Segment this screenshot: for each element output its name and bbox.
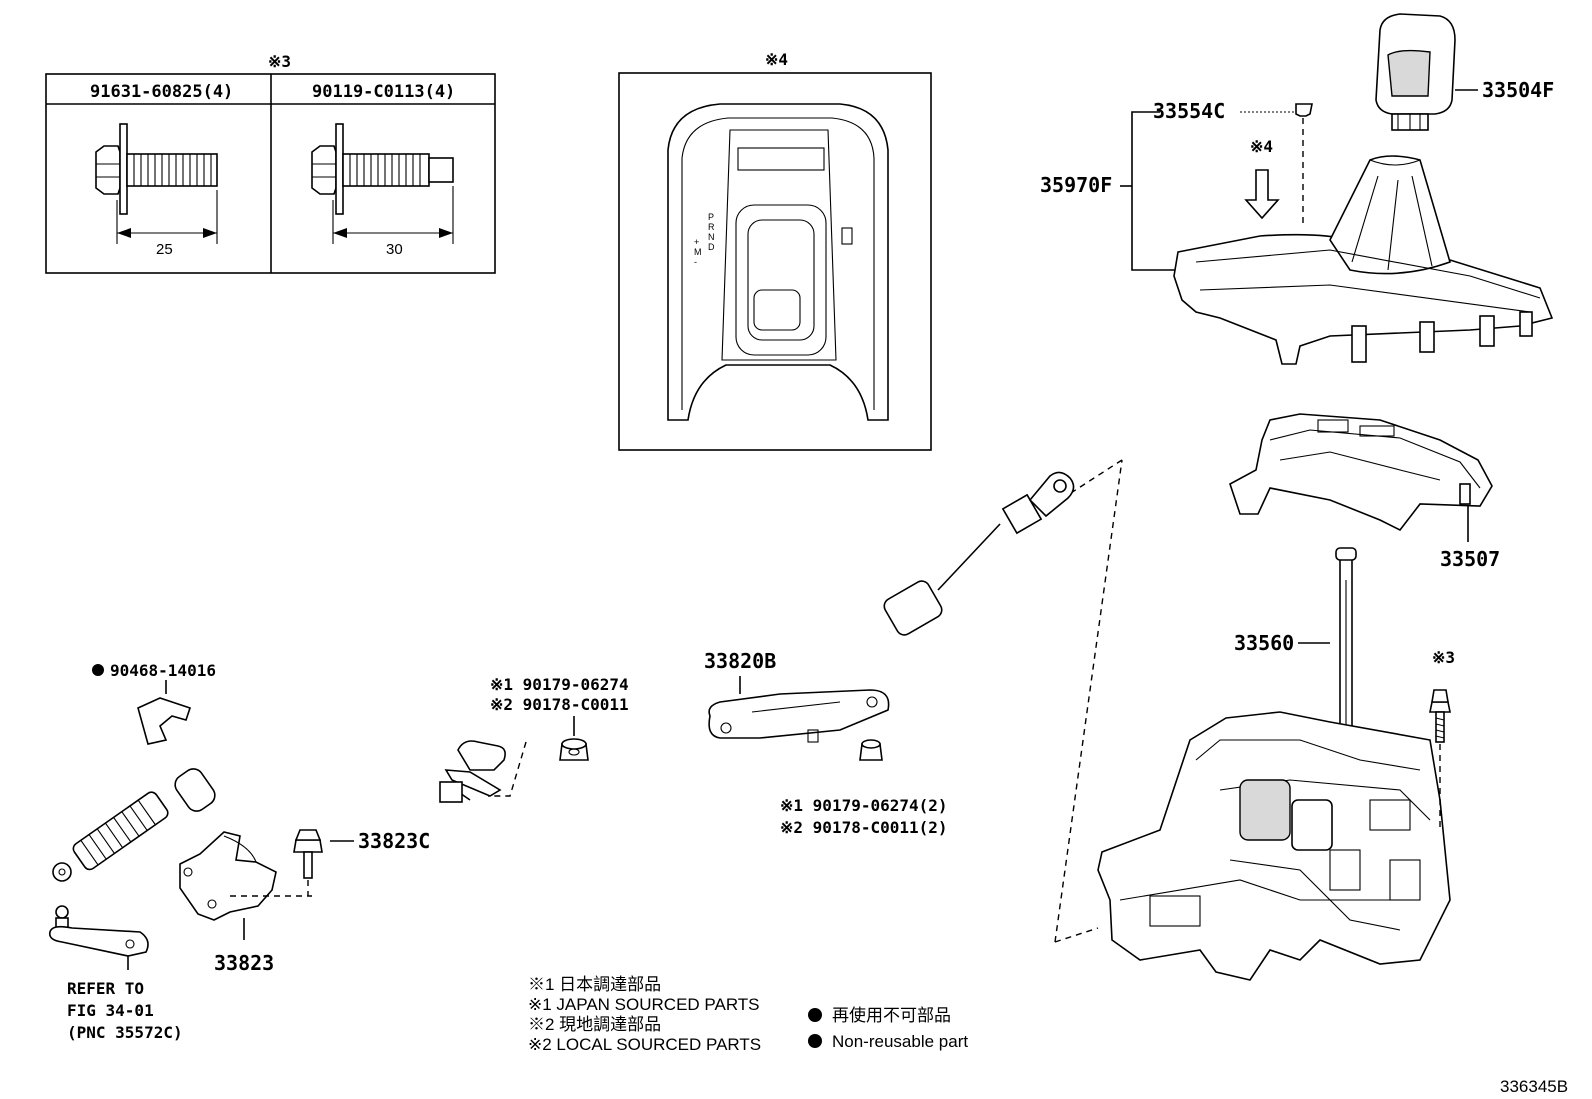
table-col2-header: 90119-C0113(4): [312, 82, 455, 102]
label-33554c: 33554C: [1153, 99, 1225, 123]
fastener-table: ※3 91631-60825(4) 90119-C0113(4): [45, 52, 496, 274]
figure-id: 336345B: [1500, 1077, 1568, 1096]
inset-note: ※4: [765, 50, 788, 69]
legend-row-6: Non-reusable part: [832, 1032, 968, 1051]
label-33560: 33560: [1234, 631, 1294, 655]
svg-text:D: D: [708, 242, 715, 252]
bolt-33823c-drawing: [293, 829, 323, 896]
refer-line-1: REFER TO: [67, 979, 144, 998]
svg-text:+: +: [694, 237, 699, 247]
label-33820b: 33820B: [704, 649, 776, 673]
bolt-91631-drawing: [95, 123, 218, 244]
shift-knob-drawing: [1375, 13, 1478, 131]
nut-left-drawing: [559, 738, 589, 761]
legend-row-1: ※1 日本調達部品: [528, 975, 661, 994]
legend-row-3: ※2 現地調達部品: [528, 1015, 661, 1034]
legend-row-4: ※2 LOCAL SOURCED PARTS: [528, 1035, 761, 1054]
bracket-33823-drawing: [179, 831, 312, 921]
label-35970f: 35970F: [1040, 173, 1112, 197]
label-nut-right-1: ※1 90179-06274(2): [780, 796, 948, 815]
housing-33507-drawing: [1229, 413, 1493, 532]
lever-assembly-33560-drawing: [1097, 547, 1451, 981]
bolt-note: ※3: [1432, 648, 1455, 667]
bolt-90119-drawing: [311, 123, 454, 244]
legend: ※1 日本調達部品 ※1 JAPAN SOURCED PARTS ※2 現地調達…: [528, 975, 968, 1054]
shift-cable-drawing: [52, 471, 1075, 882]
svg-text:R: R: [708, 222, 715, 232]
install-direction-arrow: [1244, 169, 1280, 220]
label-33507: 33507: [1440, 547, 1500, 571]
svg-text:M: M: [694, 247, 702, 257]
label-90468: 90468-14016: [110, 661, 216, 680]
shift-panel-inset: ※4 P R N D + M -: [618, 50, 932, 451]
legend-dot-2: [808, 1034, 822, 1048]
clip-33554c-drawing: [1295, 103, 1313, 117]
legend-row-5: 再使用不可部品: [832, 1005, 951, 1025]
bolt1-length: 25: [156, 241, 173, 258]
clip-90468-drawing: [137, 697, 192, 745]
label-33504f: 33504F: [1482, 78, 1554, 102]
legend-row-2: ※1 JAPAN SOURCED PARTS: [528, 995, 760, 1014]
gate-letters: P R N D + M -: [694, 212, 715, 267]
arrow-note: ※4: [1250, 137, 1273, 156]
non-reusable-dot: [92, 664, 104, 676]
label-33823c: 33823C: [358, 829, 430, 853]
svg-text:-: -: [694, 257, 697, 267]
table-col1-header: 91631-60825(4): [90, 82, 233, 102]
svg-text:N: N: [708, 232, 715, 242]
cable-clamp-drawing: [439, 740, 506, 803]
bracket-33820b-drawing: [708, 689, 890, 743]
bolt-drawing-right: [1429, 689, 1451, 830]
refer-line-2: FIG 34-01: [67, 1001, 154, 1020]
refer-line-3: (PNC 35572C): [67, 1023, 183, 1042]
label-nut-left-2: ※2 90178-C0011: [490, 695, 629, 714]
bolt2-length: 30: [386, 241, 403, 258]
ball-stud-drawing: [48, 905, 149, 970]
label-nut-left-1: ※1 90179-06274: [490, 675, 629, 694]
table-note: ※3: [268, 52, 291, 71]
assembly-leader-left: [1054, 459, 1123, 943]
label-nut-right-2: ※2 90178-C0011(2): [780, 818, 948, 837]
bezel-35970f-drawing: [1173, 155, 1554, 365]
legend-dot-1: [808, 1008, 822, 1022]
nut-right-drawing: [859, 739, 883, 761]
label-33823: 33823: [214, 951, 274, 975]
svg-text:P: P: [708, 212, 714, 222]
